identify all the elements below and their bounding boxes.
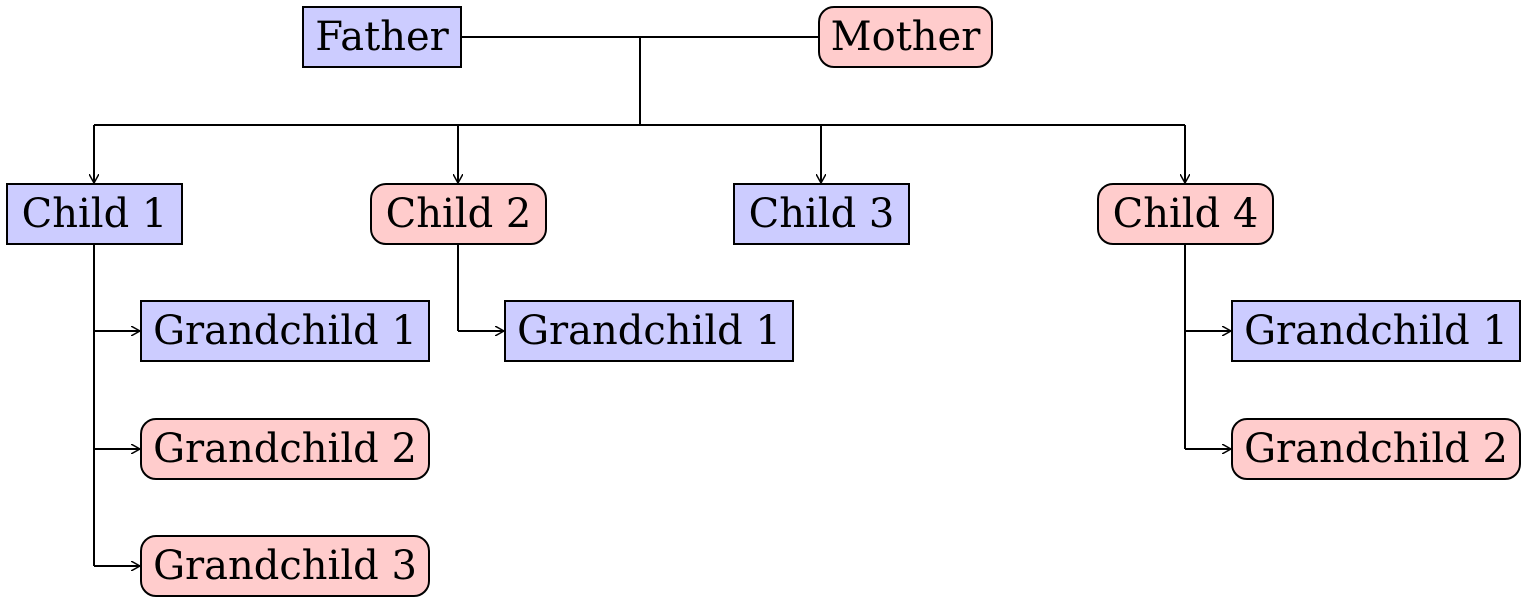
child-4-node: Child 4 <box>1097 183 1274 245</box>
child-2-node: Child 2 <box>370 183 547 245</box>
child-2-grandchild-1-node: Grandchild 1 <box>504 300 794 362</box>
child-1-grandchild-2-node: Grandchild 2 <box>140 418 430 480</box>
child-4-grandchild-1-node: Grandchild 1 <box>1231 300 1521 362</box>
child-4-grandchild-2-node: Grandchild 2 <box>1231 418 1521 480</box>
child-1-grandchild-3-node: Grandchild 3 <box>140 535 430 597</box>
child-1-grandchild-1-node: Grandchild 1 <box>140 300 430 362</box>
mother-node: Mother <box>818 6 993 68</box>
father-node: Father <box>302 6 462 68</box>
child-3-node: Child 3 <box>733 183 910 245</box>
child-1-node: Child 1 <box>6 183 183 245</box>
